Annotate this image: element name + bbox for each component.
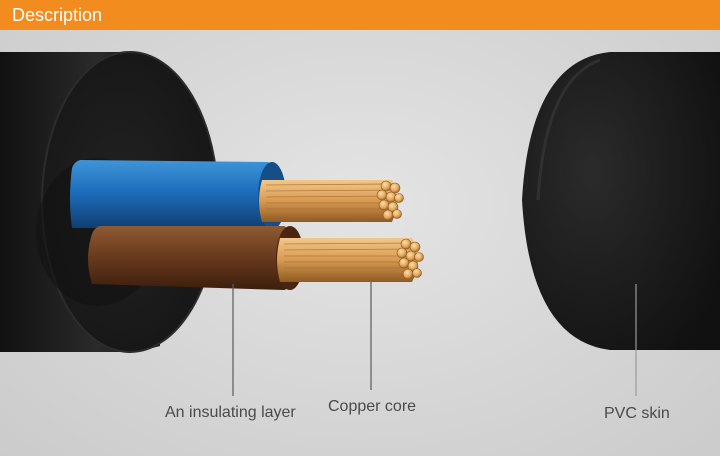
brown-copper-strands [283, 242, 417, 275]
cable-illustration [0, 51, 720, 396]
brown-strand-ends [396, 238, 424, 280]
blue-copper-bundle [259, 180, 397, 222]
blue-copper-strands [265, 183, 398, 216]
brown-insulation [88, 226, 300, 290]
right-jacket [522, 52, 720, 350]
copper-core-label: Copper core [328, 398, 417, 415]
right-cable [522, 52, 720, 350]
brown-copper-bundle [277, 238, 418, 282]
header-bar: Description [0, 0, 720, 30]
insulating-layer-label: An insulating layer [165, 404, 296, 421]
brown-conductor [88, 226, 424, 290]
blue-strand-ends [376, 180, 404, 221]
blue-conductor [70, 160, 404, 230]
blue-insulation [70, 160, 282, 228]
pvc-skin-label: PVC skin [604, 405, 670, 422]
right-jacket-highlight [536, 58, 601, 201]
page-title: Description [12, 5, 103, 25]
